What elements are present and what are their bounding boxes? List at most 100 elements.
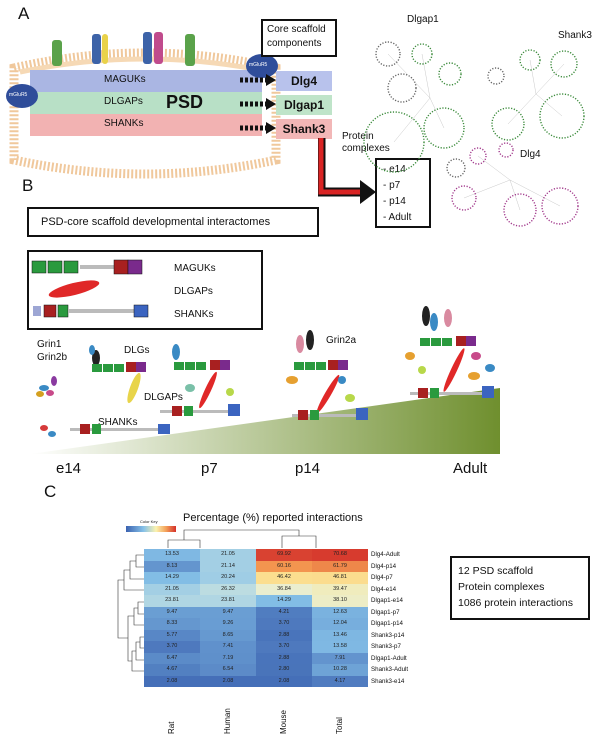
heatmap-row-label: Shank3-p7	[371, 643, 401, 650]
heatmap-cell: 7.91	[312, 652, 368, 664]
complexes-title-2: complexes	[342, 143, 390, 154]
color-key	[126, 526, 176, 532]
heatmap-cell: 2.88	[256, 652, 312, 664]
heatmap-cell: 46.81	[312, 572, 368, 584]
heatmap-cell: 38.10	[312, 595, 368, 607]
heatmap-cell: 7.19	[200, 652, 256, 664]
heatmap-row-label: Dlgap1-e14	[371, 597, 403, 604]
summary-line2: Protein complexes	[458, 581, 545, 593]
network-title-dlgap1: Dlgap1	[407, 14, 439, 25]
complexes-title: Protein complexes	[342, 131, 390, 155]
heatmap-row-label: Dlgap1-p7	[371, 608, 400, 616]
developmental-complexes	[30, 306, 500, 454]
heatmap-cell: 13.46	[312, 629, 368, 641]
psd-band-maguks: MAGUKs	[104, 74, 146, 85]
heatmap-cell: 9.47	[200, 606, 256, 618]
heatmap-cell: 70.68	[312, 549, 368, 561]
heatmap-cell: 21.05	[144, 583, 200, 595]
synapse-schematic	[6, 32, 281, 179]
heatmap-col-label: Rat	[167, 721, 176, 734]
heatmap-cell: 39.47	[312, 583, 368, 595]
heatmap-cell: 6.54	[200, 664, 256, 676]
heatmap-cell: 5.77	[144, 629, 200, 641]
annot-grin1: Grin1	[37, 339, 62, 350]
annot-dlgaps: DLGAPs	[144, 392, 183, 403]
summary-line1: 12 PSD scaffold	[458, 565, 534, 577]
heatmap-cell: 7.41	[200, 641, 256, 653]
heatmap-cell: 6.47	[144, 652, 200, 664]
heatmap-cell: 12.63	[312, 606, 368, 618]
heatmap-cell: 13.58	[312, 641, 368, 653]
interaction-networks	[363, 41, 585, 227]
heatmap-cell: 2.80	[256, 664, 312, 676]
heatmap-cell: 21.14	[200, 560, 256, 572]
heatmap-cell: 20.24	[200, 572, 256, 584]
heatmap-row-label: Shank3-Adult	[371, 666, 409, 673]
heatmap-row-label: Dlgap1-Adult	[371, 654, 407, 662]
summary-line3: 1086 protein interactions	[458, 597, 573, 609]
annot-dlgs: DLGs	[124, 345, 150, 356]
domain-legend-glyphs	[31, 259, 149, 318]
core-scaffold-line1: Core scaffold	[267, 24, 326, 35]
panel-b-letter: B	[22, 176, 34, 195]
heatmap-cell: 14.29	[144, 572, 200, 584]
annot-shanks: SHANKs	[98, 417, 138, 428]
network-title-dlg4: Dlg4	[520, 149, 541, 160]
network-title-shank3: Shank3	[558, 30, 592, 41]
core-scaffold-box: Core scaffold components	[261, 19, 337, 57]
legend-maguks: MAGUKs	[174, 263, 216, 274]
gene-dlgap1: Dlgap1	[276, 95, 332, 115]
heatmap-cell: 9.47	[144, 606, 200, 618]
heatmap-row-label: Dlg4-p14	[371, 562, 397, 570]
heatmap-cell: 3.70	[256, 641, 312, 653]
complexes-title-1: Protein	[342, 131, 374, 142]
annot-grin2b: Grin2b	[37, 352, 68, 363]
timeline-p7: p7	[201, 460, 218, 477]
heatmap-cell: 14.29	[256, 595, 312, 607]
stage-e14: - e14	[383, 164, 406, 175]
heatmap-cell: 23.81	[144, 595, 200, 607]
heatmap-cell: 69.92	[256, 549, 312, 561]
stage-p7: - p7	[383, 180, 401, 191]
timeline-e14: e14	[56, 460, 82, 477]
annot-grin2a: Grin2a	[326, 335, 357, 346]
heatmap-col-label: Human	[223, 708, 232, 734]
heatmap-cell: 2.08	[200, 675, 256, 687]
stage-adult: - Adult	[383, 212, 412, 223]
psd-band-dlgaps: DLGAPs	[104, 96, 143, 107]
scaffold-arrows	[240, 74, 276, 134]
panel-b-title: PSD-core scaffold developmental interact…	[41, 216, 271, 228]
heatmap-cell: 9.26	[200, 618, 256, 630]
heatmap-col-label: Mouse	[279, 709, 288, 734]
psd-band-shanks: SHANKs	[104, 118, 144, 129]
heatmap-row-label: Dlg4-Adult	[371, 551, 400, 558]
heatmap-cell: 3.70	[256, 618, 312, 630]
heatmap-cell: 8.33	[144, 618, 200, 630]
heatmap-row-label: Dlg4-p7	[371, 574, 393, 581]
legend-dlgaps: DLGAPs	[174, 286, 213, 297]
gene-shank3: Shank3	[276, 119, 332, 139]
heatmap-cell: 12.04	[312, 618, 368, 630]
heatmap-cell: 60.16	[256, 560, 312, 572]
legend-shanks: SHANKs	[174, 309, 214, 320]
heatmap-title: Percentage (%) reported interactions	[183, 512, 363, 524]
timeline-adult: Adult	[453, 460, 488, 477]
psd-label: PSD	[166, 92, 204, 112]
panel-a-letter: A	[18, 4, 30, 23]
heatmap-cell: 4.17	[312, 675, 368, 687]
panel-c-letter: C	[44, 482, 57, 501]
panel-b-title-box: PSD-core scaffold developmental interact…	[27, 207, 319, 237]
heatmap-cell: 2.08	[144, 675, 200, 687]
heatmap-cell: 10.28	[312, 664, 368, 676]
heatmap-cell: 23.81	[200, 595, 256, 607]
heatmap-cell: 2.08	[256, 675, 312, 687]
dendrograms	[117, 529, 317, 672]
color-key-title: Color Key	[140, 519, 158, 524]
heatmap-row-label: Dlgap1-p14	[371, 620, 403, 627]
heatmap-cell: 46.42	[256, 572, 312, 584]
stage-p14: - p14	[383, 196, 406, 207]
heatmap-cell: 2.88	[256, 629, 312, 641]
